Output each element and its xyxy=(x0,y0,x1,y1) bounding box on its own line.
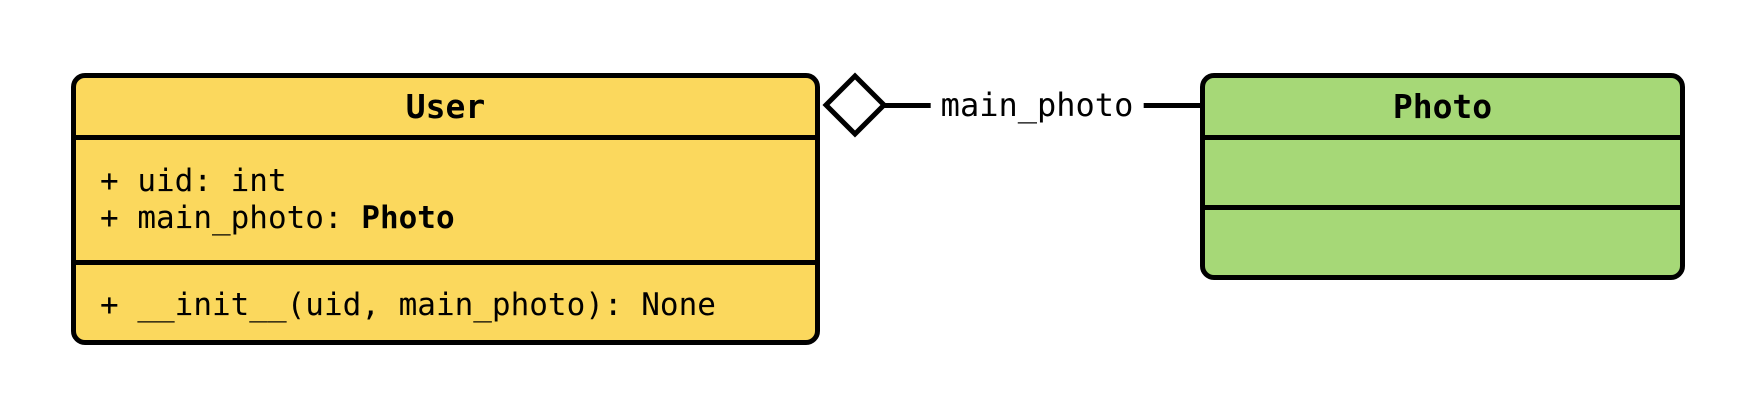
attribute-main-photo-prefix: + main_photo: xyxy=(100,200,362,236)
photo-attributes-compartment xyxy=(1205,140,1680,210)
aggregation-diamond-icon xyxy=(822,72,888,138)
attribute-uid: + uid: int xyxy=(100,163,287,199)
method-init: + __init__(uid, main_photo): None xyxy=(100,286,716,323)
class-title-user: User xyxy=(76,78,815,140)
class-title-photo: Photo xyxy=(1205,78,1680,140)
class-box-photo: Photo xyxy=(1200,73,1685,280)
relationship-label: main_photo xyxy=(930,84,1144,126)
class-box-user: User + uid: int + main_photo: Photo + __… xyxy=(71,73,820,345)
user-methods-compartment: + __init__(uid, main_photo): None xyxy=(76,265,815,345)
attribute-main-photo-type: Photo xyxy=(361,200,455,236)
user-attributes-compartment: + uid: int + main_photo: Photo xyxy=(76,140,815,265)
attribute-main-photo: + main_photo: Photo xyxy=(100,200,815,237)
photo-methods-compartment xyxy=(1205,210,1680,275)
